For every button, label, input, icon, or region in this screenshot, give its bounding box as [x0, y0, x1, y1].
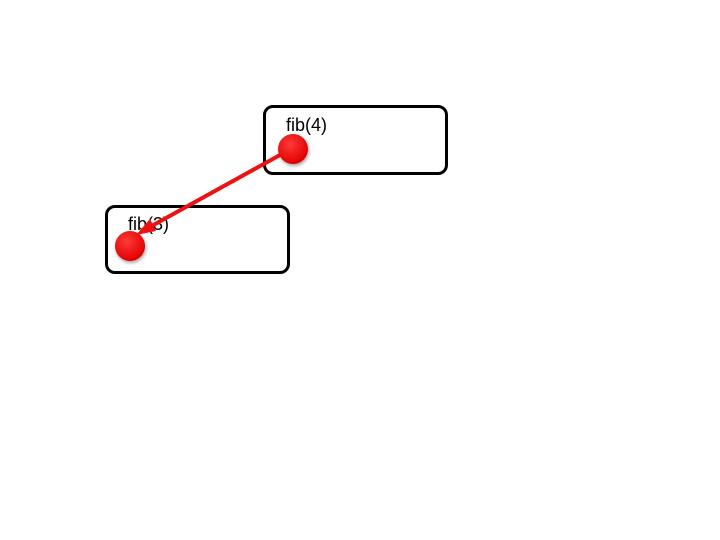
frame-label-fib4: fib(4) — [286, 115, 328, 135]
frame-label-fib3: fib(3) — [128, 214, 170, 234]
